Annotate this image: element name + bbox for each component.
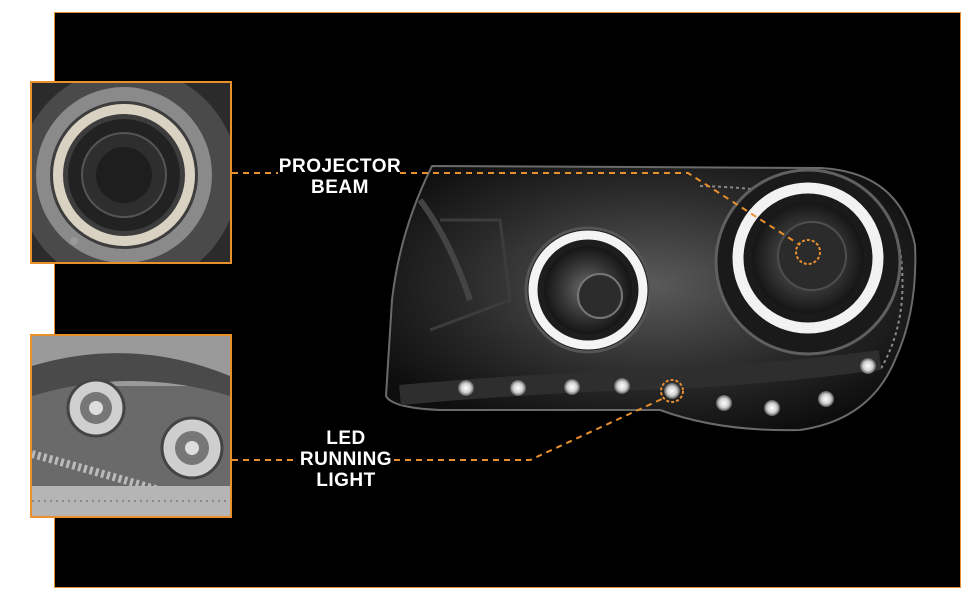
led-running-light-label: LED RUNNING LIGHT: [294, 428, 398, 491]
low-beam-projector: [524, 226, 652, 354]
projector-label-line-2: BEAM: [311, 177, 369, 198]
led-target-ring: [660, 379, 684, 403]
led-leader-line: [232, 397, 665, 461]
led-running-light-inset: [30, 334, 232, 518]
projector-label-line-1: PROJECTOR: [278, 156, 402, 177]
projector-target-ring: [795, 239, 821, 265]
led-label-line-2: RUNNING: [299, 449, 393, 470]
projector-beam-label: PROJECTOR BEAM: [278, 156, 402, 198]
projector-leader-line: [232, 172, 801, 246]
led-label-line-1: LED: [326, 428, 366, 449]
led-strip: [399, 350, 882, 416]
projector-beam-inset: [30, 81, 232, 264]
led-label-line-3: LIGHT: [316, 470, 376, 491]
high-beam-projector: [714, 168, 902, 356]
